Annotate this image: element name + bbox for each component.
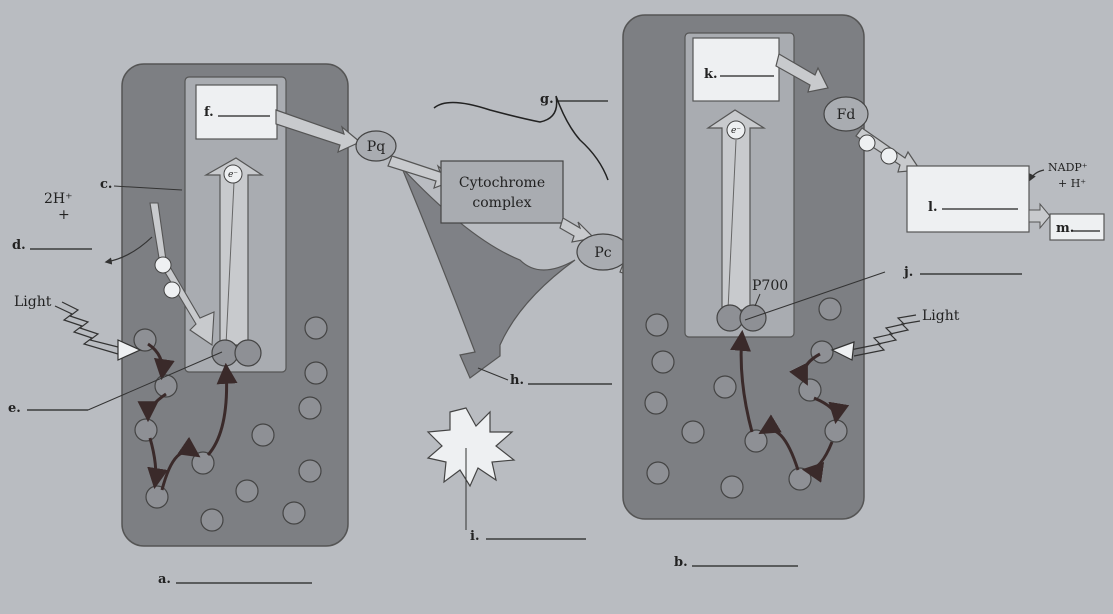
label-c: c. [100,177,112,192]
nadp-arrow [1029,169,1045,182]
label-k: k. [704,67,718,82]
label-m: m. [1056,221,1074,236]
ps2-antenna-pigments [133,316,328,532]
electron-icon [726,120,746,140]
box-k [692,37,780,102]
p700-label: P700 [752,278,788,294]
electron-icon [223,164,243,184]
label-h: h. [510,373,524,388]
pq-label: Pq [367,139,385,155]
light-left-zigzag [61,301,123,349]
label-b: b. [674,555,688,570]
label-j: j. [903,265,913,280]
proton-release-arrow [104,236,153,265]
cytochrome-label-1: Cytochrome [459,175,545,191]
arrow-k-to-fd [775,53,829,93]
ps2-energy-transfer [137,342,238,491]
label-l: l. [928,200,937,215]
ps1-electron-up-arrow [706,109,767,311]
pc-label: Pc [594,245,611,261]
label-d: d. [12,238,26,253]
electron-icon [880,147,898,165]
label-g: g. [540,92,554,107]
nadp-label: NADP⁺ [1048,161,1088,174]
ps2-electron-up-arrow [203,157,265,346]
electron-symbol: e⁻ [228,170,238,180]
light-arrow-head [830,341,855,361]
light-left-label: Light [14,294,52,310]
leader-j [744,271,886,321]
fd-label: Fd [837,107,856,123]
cytochrome-complex [440,160,564,224]
p700-pigment [739,304,767,332]
cytochrome-label-2: complex [472,195,531,211]
two-h-plus: 2H⁺ [44,191,73,207]
pq-carrier [355,130,397,162]
fd-carrier [823,96,869,132]
p680-pigment [211,339,239,367]
electron-symbol: e⁻ [731,126,741,136]
light-right-zigzag [849,314,917,351]
leader-e [87,351,223,411]
label-i: i. [470,529,479,544]
label-f: f. [204,105,214,120]
label-e: e. [8,401,21,416]
leader-h [477,367,509,381]
plus-sign: + [58,207,70,223]
ps1-antenna-pigments [644,297,848,499]
electron-icon [163,281,181,299]
h-plus-label: + H⁺ [1058,177,1086,190]
p700-pigment [716,304,744,332]
brace-g [433,95,609,181]
label-a: a. [158,572,171,587]
ps1-energy-transfer [730,329,850,483]
box-f [195,84,278,140]
light-arrow-head [117,339,142,361]
arrow-l-to-m [1028,202,1051,230]
electron-icon [858,134,876,152]
electron-icon [154,256,172,274]
starburst [426,407,516,488]
box-l [906,165,1030,233]
arrow-f-to-pq [275,109,362,154]
light-right-label: Light [922,308,960,324]
leader-c [113,185,183,191]
p680-pigment [234,339,262,367]
box-m [1049,213,1105,241]
